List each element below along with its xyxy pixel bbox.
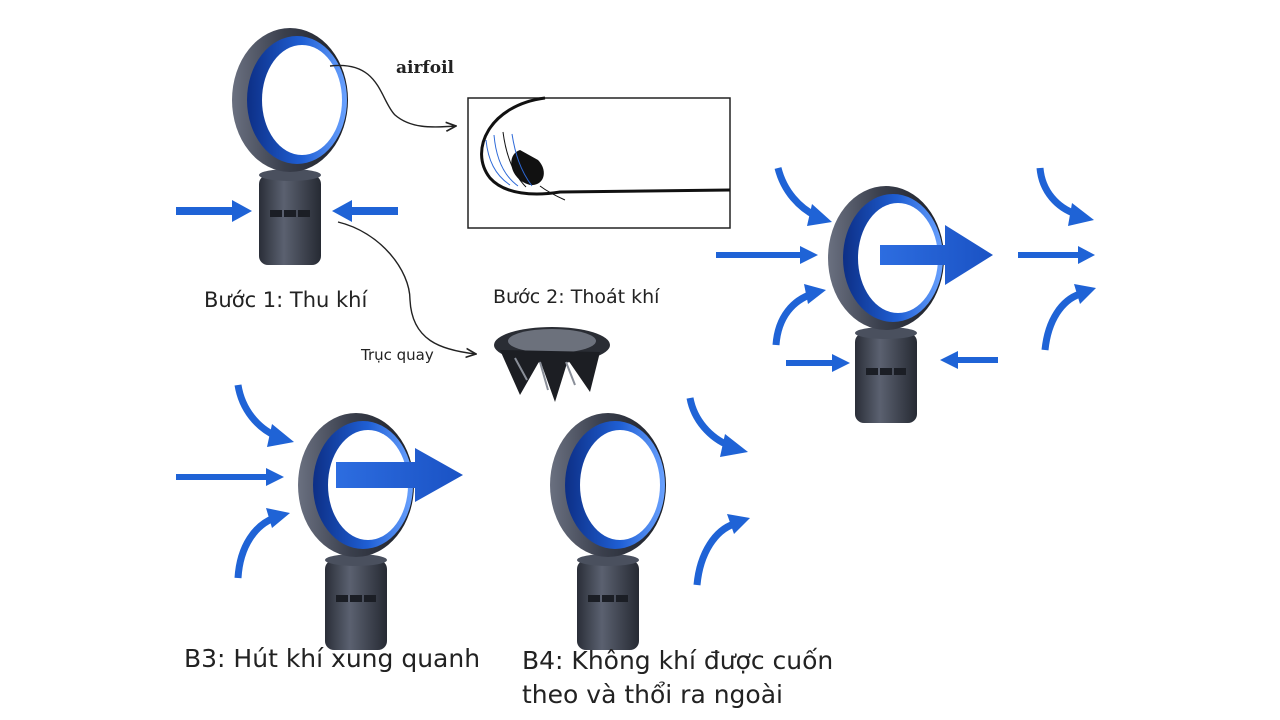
fan2-in-curve-top <box>774 167 818 220</box>
airfoil-pointer-line <box>329 64 456 127</box>
impeller-image <box>494 327 610 402</box>
fan2-out-curve-bottom <box>1041 290 1082 351</box>
step1-label: Bước 1: Thu khí <box>204 288 368 312</box>
step2-label: Bước 2: Thoát khí <box>493 286 660 308</box>
rotation-axis-pointer-line <box>337 221 476 354</box>
intake-arrow-right-head <box>332 200 352 222</box>
fan-step3 <box>298 413 414 650</box>
step3-label: B3: Hút khí xung quanh <box>184 644 481 673</box>
fan3-big-arrow <box>336 448 463 502</box>
rotation-axis-label: Trục quay <box>361 346 434 364</box>
fan-step1 <box>232 28 348 265</box>
airfoil-label: airfoil <box>396 58 454 78</box>
fan-step2 <box>828 186 944 423</box>
step4-label-line2: theo và thổi ra ngoài <box>522 680 783 709</box>
fan2-in-curve-bottom <box>772 290 814 346</box>
fan4-out-curve-bottom <box>693 520 736 586</box>
intake-arrow-left-head <box>232 200 252 222</box>
fan3-in-curve-top <box>234 384 278 440</box>
airfoil-cross-section <box>467 96 731 229</box>
step4-label: B4: Không khí được cuốn theo và thổi ra … <box>522 644 882 712</box>
fan2-big-arrow <box>880 225 993 285</box>
fan-step4 <box>550 413 666 650</box>
fan2-out-curve-top <box>1036 167 1078 218</box>
fan3-in-curve-bottom <box>234 514 276 579</box>
step4-label-line1: B4: Không khí được cuốn <box>522 646 834 675</box>
